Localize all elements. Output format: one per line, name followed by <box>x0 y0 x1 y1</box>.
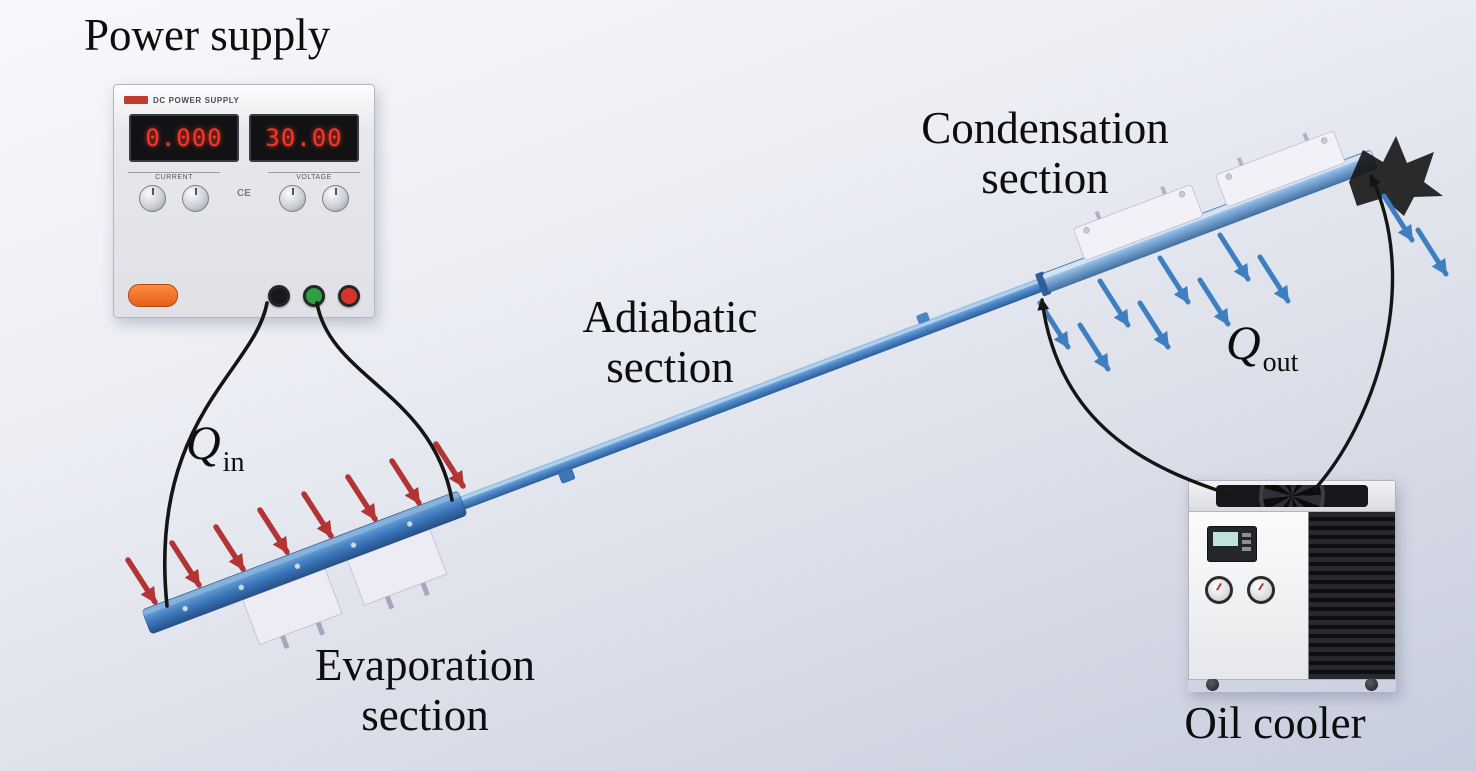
condensation-jacket <box>1035 131 1378 297</box>
end-clamp <box>1349 136 1443 216</box>
coolant-hose-inlet <box>1037 298 1234 497</box>
power-wire-negative <box>163 301 269 608</box>
power-button <box>128 284 178 307</box>
cooling-block <box>1215 131 1345 207</box>
terminal-ground <box>303 284 325 307</box>
jacket-inlet-flange <box>1035 271 1052 297</box>
heat-in-arrow <box>301 491 334 539</box>
heat-out-arrow <box>1197 277 1231 327</box>
oil-cooler-top <box>1188 480 1396 511</box>
oil-cooler-body <box>1188 511 1396 680</box>
fill-port-stub <box>558 467 576 484</box>
terminal-negative <box>268 284 290 307</box>
heat-in-arrow <box>125 557 158 605</box>
heat-in-arrow <box>389 458 422 506</box>
condensation-section-label: Condensation section <box>921 103 1169 204</box>
brand-logo-icon <box>124 96 148 104</box>
oil-cooler-device <box>1188 480 1396 692</box>
power-wires <box>163 301 454 608</box>
heat-out-arrow <box>1157 255 1191 305</box>
heat-in-arrow <box>345 474 378 522</box>
terminal-positive <box>338 284 360 307</box>
louver-panel <box>1308 512 1395 679</box>
heat-pipe-assembly <box>142 131 1378 650</box>
heat-out-arrow <box>1097 278 1131 328</box>
voltage-knob-group: VOLTAGE <box>268 172 360 212</box>
current-fine-knob <box>182 185 209 212</box>
heat-out-arrows <box>1037 193 1449 372</box>
power-wire-positive <box>315 301 454 502</box>
heat-in-arrow <box>257 507 290 555</box>
gauge-icon <box>1247 576 1275 604</box>
power-supply-device: DC POWER SUPPLY 0.000 30.00 CURRENT CE V… <box>113 84 375 318</box>
current-display: 0.000 <box>129 114 239 162</box>
oil-cooler-label: Oil cooler <box>1184 698 1366 748</box>
fan-grille-icon <box>1216 485 1368 507</box>
terminal-row <box>124 284 364 307</box>
gauge-icon <box>1205 576 1233 604</box>
heat-in-arrow <box>213 524 246 572</box>
heat-out-arrow <box>1077 322 1111 372</box>
heat-in-arrow <box>433 441 466 489</box>
q-in-label: Qin <box>186 417 245 478</box>
device-title: DC POWER SUPPLY <box>153 95 240 105</box>
pressure-gauges <box>1205 576 1275 604</box>
display-row: 0.000 30.00 <box>124 114 364 162</box>
coolant-hose-outlet <box>1312 174 1395 492</box>
heat-out-arrow <box>1381 193 1415 243</box>
caster-wheel-icon <box>1365 678 1378 691</box>
cooler-control-panel <box>1207 526 1257 562</box>
heat-in-arrow <box>169 540 202 588</box>
q-out-label: Qout <box>1226 317 1299 378</box>
control-row: CURRENT CE VOLTAGE <box>124 172 364 212</box>
thermocouple-tab <box>916 312 930 324</box>
heat-out-arrow <box>1415 227 1449 277</box>
coolant-hoses <box>1037 174 1395 497</box>
ce-mark: CE <box>237 188 251 199</box>
voltage-display: 30.00 <box>249 114 359 162</box>
voltage-fine-knob <box>322 185 349 212</box>
evaporator-support-blocks <box>242 528 448 650</box>
adiabatic-section-label: Adiabatic section <box>582 292 758 393</box>
voltage-coarse-knob <box>279 185 306 212</box>
heat-out-arrow <box>1217 232 1251 282</box>
cooling-block <box>1073 184 1203 261</box>
power-supply-label: Power supply <box>84 10 331 60</box>
caster-wheel-icon <box>1206 678 1219 691</box>
current-knob-group: CURRENT <box>128 172 220 212</box>
heat-in-arrows <box>125 441 466 605</box>
evaporation-section-label: Evaporation section <box>315 640 535 741</box>
evaporation-block <box>142 491 467 634</box>
current-coarse-knob <box>139 185 166 212</box>
heat-out-arrow <box>1137 300 1171 350</box>
power-supply-header: DC POWER SUPPLY <box>124 93 364 107</box>
heat-out-arrow <box>1257 254 1291 304</box>
